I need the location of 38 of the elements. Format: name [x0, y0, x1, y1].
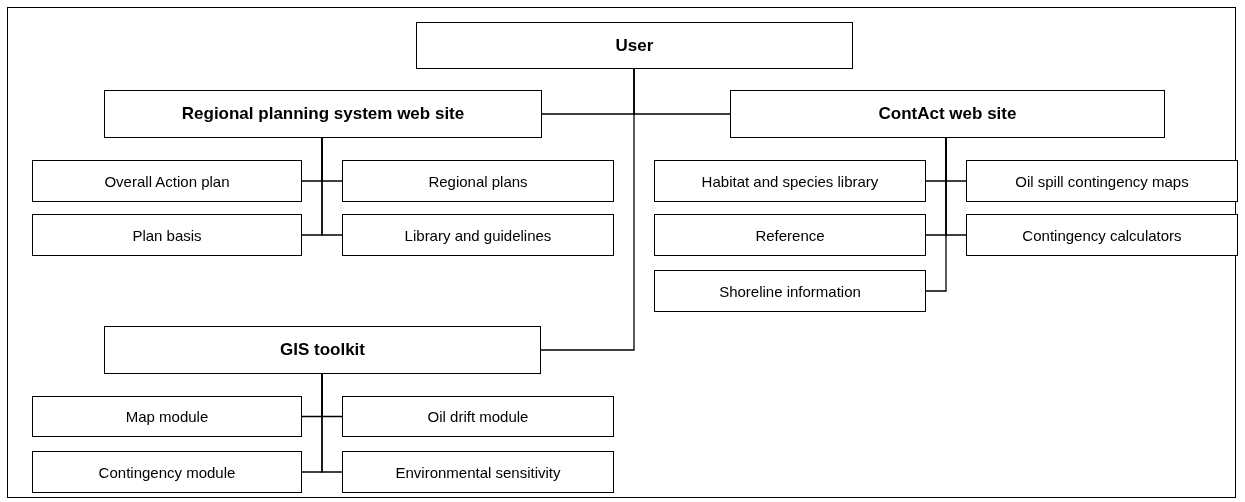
item-box — [342, 396, 614, 437]
box-label: Map module — [125, 408, 209, 425]
box-label: Oil spill contingency maps — [1015, 172, 1189, 190]
box-label: Overall Action plan — [104, 172, 230, 190]
box-label: GIS toolkit — [280, 340, 365, 360]
box-label: User — [615, 35, 654, 56]
connector-line — [925, 137, 947, 292]
item-box — [342, 160, 614, 202]
item-box — [654, 160, 926, 202]
box-label: Contingency module — [98, 463, 236, 481]
box-label: Shoreline information — [719, 282, 861, 300]
section-box — [104, 90, 542, 138]
box-label: Regional plans — [428, 172, 528, 190]
connector-line — [321, 137, 343, 236]
box-label: Plan basis — [132, 226, 202, 244]
box-label: Habitat and species library — [701, 172, 879, 190]
box-label: Reference — [755, 226, 825, 244]
item-box — [32, 214, 302, 256]
item-box — [342, 451, 614, 493]
item-box — [966, 214, 1238, 256]
box-label: Environmental sensitivity — [395, 463, 561, 481]
section-box — [416, 22, 853, 69]
item-box — [654, 270, 926, 312]
box-label: Oil drift module — [427, 408, 529, 425]
box-label: Contingency calculators — [1022, 226, 1182, 244]
item-box — [654, 214, 926, 256]
section-box — [730, 90, 1165, 138]
box-label: ContAct web site — [878, 104, 1017, 124]
item-box — [32, 396, 302, 437]
item-box — [342, 214, 614, 256]
connector-line — [540, 68, 635, 351]
box-label: Library and guidelines — [404, 226, 552, 244]
item-box — [966, 160, 1238, 202]
section-box — [104, 326, 541, 374]
box-label: Regional planning system web site — [181, 104, 465, 124]
item-box — [32, 451, 302, 493]
connector-line — [321, 373, 343, 473]
item-box — [32, 160, 302, 202]
